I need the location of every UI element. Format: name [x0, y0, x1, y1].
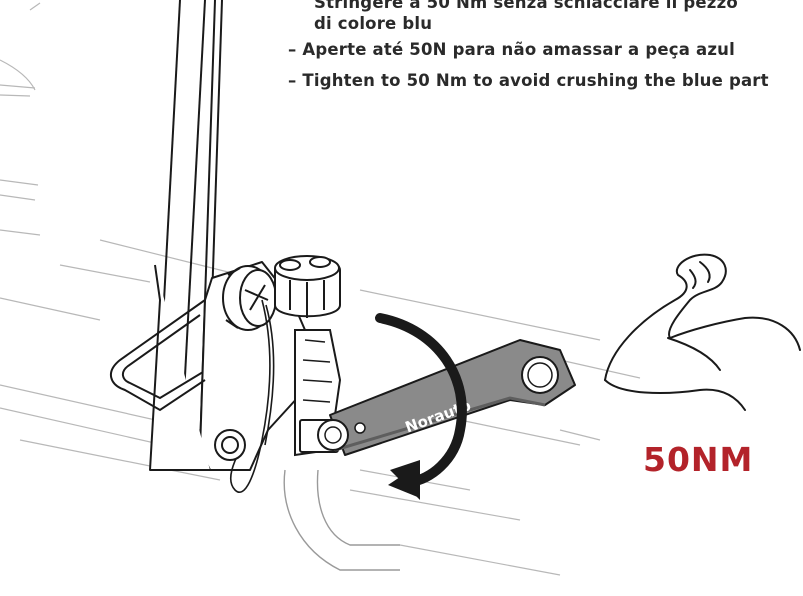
clamp-knob[interactable] [222, 265, 277, 331]
pivot-bolt [214, 429, 246, 461]
tow-neck [283, 469, 400, 571]
instruction-italian-line1: Stringere a 50 Nm senza schiacciare il p… [314, 0, 738, 12]
top-bolt [274, 255, 341, 318]
quick-release-handle[interactable] [110, 299, 206, 412]
flexed-arm-icon [604, 253, 801, 411]
torque-value-label: 50NM [643, 440, 754, 479]
instruction-italian-line2: di colore blu [314, 14, 433, 33]
instruction-portuguese: – Aperte até 50N para não amassar a peça… [288, 40, 735, 59]
instruction-english: – Tighten to 50 Nm to avoid crushing the… [288, 71, 769, 90]
rotation-arrow-icon [375, 313, 467, 500]
cable [230, 299, 275, 493]
